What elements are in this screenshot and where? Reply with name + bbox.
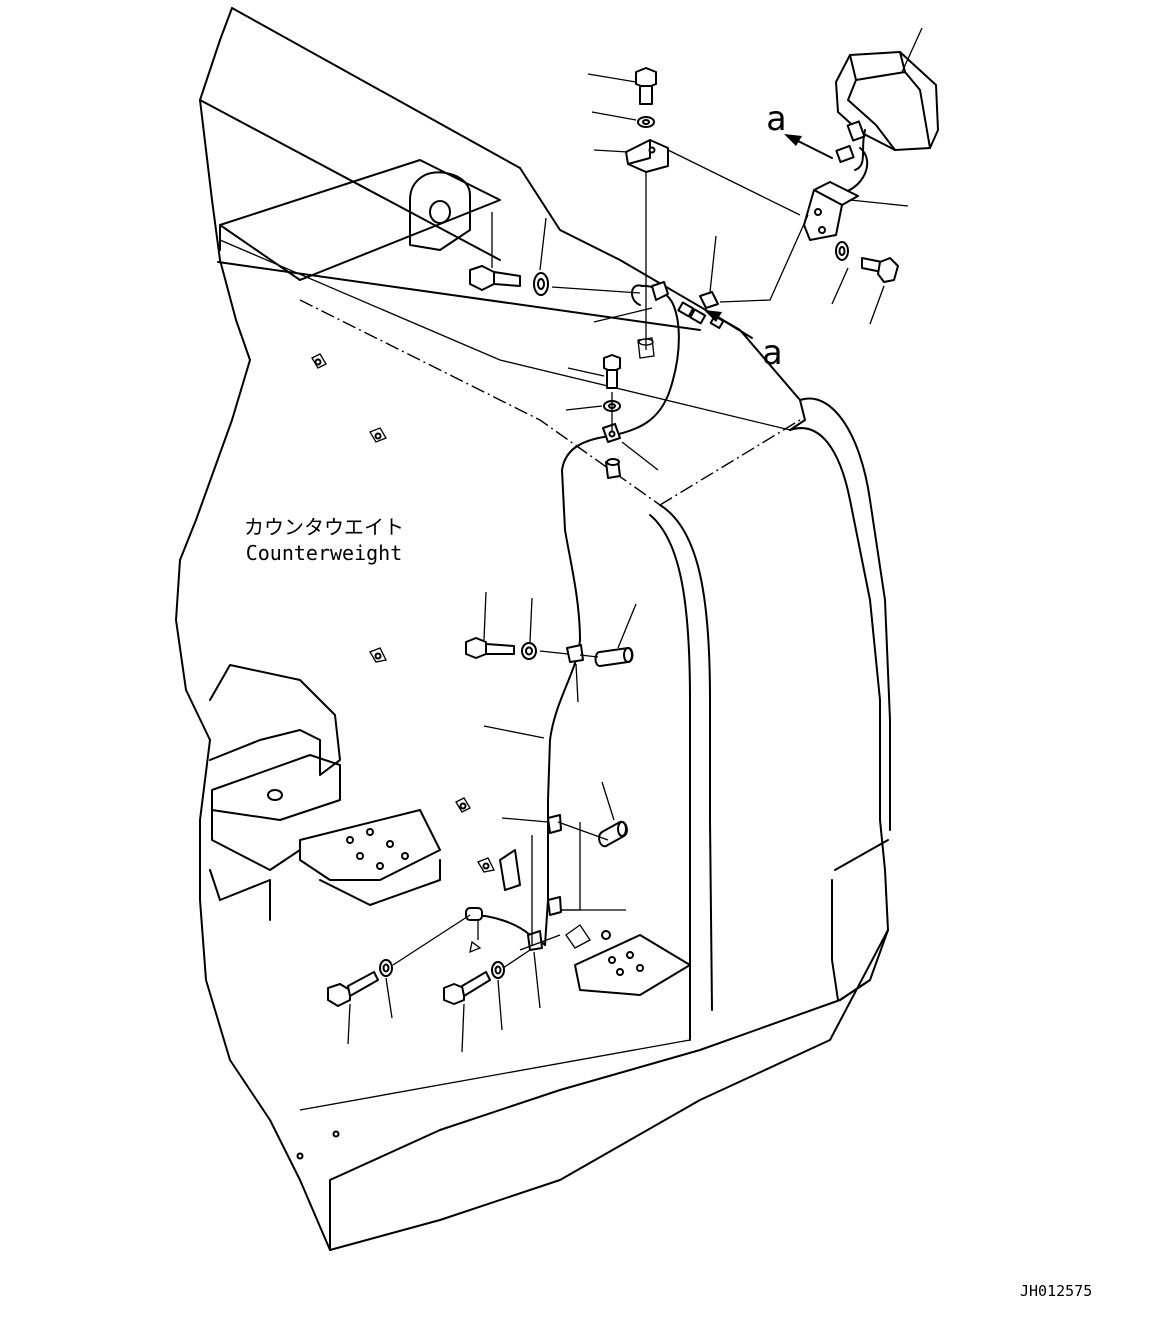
counterweight-label-en: Counterweight <box>246 541 403 565</box>
upper-bracket <box>625 139 669 173</box>
wire-harness <box>471 284 680 946</box>
leader-lines <box>347 27 923 1053</box>
view-marker-lower: a <box>762 333 782 373</box>
mounting-holes <box>296 353 495 1160</box>
arrow-head-icon <box>704 310 722 322</box>
lamp-bracket <box>803 181 859 241</box>
bolts <box>327 67 899 1007</box>
arrow-head-icon <box>784 134 802 146</box>
spacers <box>594 337 655 848</box>
upper-hinge-block <box>219 159 501 281</box>
counterweight-label-ja: カウンタウエイト <box>244 515 404 539</box>
view-arrows <box>704 134 833 339</box>
work-lamp <box>835 51 939 193</box>
view-marker-upper: a <box>766 99 786 139</box>
lower-frame <box>209 664 691 996</box>
assembly-lines <box>392 149 809 969</box>
counterweight-body <box>175 7 891 1251</box>
washers <box>379 116 849 979</box>
drawing-number: JH012575 <box>1020 1282 1092 1300</box>
harness-connectors <box>465 291 725 921</box>
